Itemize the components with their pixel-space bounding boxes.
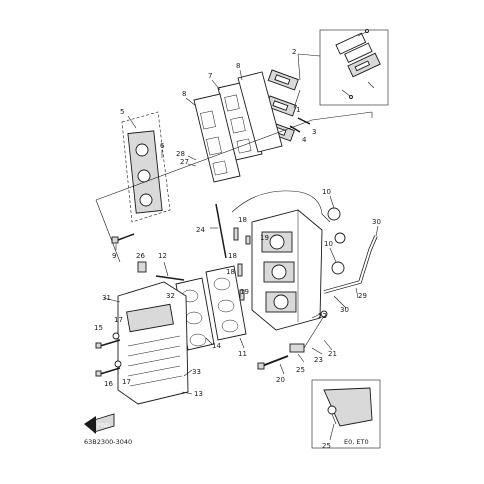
silencer-cover-13 — [117, 281, 189, 405]
callout-27: 27 — [180, 158, 189, 166]
callout-26: 26 — [136, 252, 145, 260]
hose-clamp-10-mid — [334, 232, 346, 244]
fwd-label: FWD — [98, 423, 110, 429]
fitting-26 — [137, 261, 147, 273]
callout-5: 5 — [120, 108, 124, 116]
parts-18-19-group — [233, 227, 251, 301]
diagram-code: 63B2300-3040 — [84, 438, 132, 446]
grommet-17a — [112, 332, 120, 340]
callout-2: 2 — [292, 48, 296, 56]
inset-e0-box — [311, 379, 381, 449]
screw-24 — [215, 203, 227, 259]
leader-lines — [103, 53, 379, 441]
bolt-20 — [257, 355, 289, 370]
grommet-17b — [114, 360, 122, 368]
callout-22: 22 — [318, 312, 327, 320]
callout-8-lower: 8 — [182, 90, 186, 98]
callout-31: 31 — [102, 294, 111, 302]
callout-30-lower: 30 — [340, 306, 349, 314]
gasket-8-upper — [237, 71, 283, 153]
bolt-16 — [95, 367, 121, 377]
callout-11: 11 — [238, 350, 247, 358]
reed-plate-dashed-box — [121, 111, 171, 223]
callout-13: 13 — [194, 390, 203, 398]
callout-33: 33 — [192, 368, 201, 376]
callout-18-lower: 18 — [226, 268, 235, 276]
inset-reed-valve-box — [319, 29, 389, 106]
hose-29 — [323, 235, 378, 294]
callout-14: 14 — [212, 342, 221, 350]
callout-30-upper: 30 — [372, 218, 381, 226]
intake-manifold-body — [251, 209, 323, 331]
bolt-3 — [297, 117, 311, 125]
callout-labels: 2 1 3 4 5 6 7 8 8 28 27 9 10 10 30 30 29… — [94, 48, 381, 450]
sensor-23 — [289, 343, 305, 353]
hose-clamp-10-lower — [331, 261, 345, 275]
callout-29: 29 — [358, 292, 367, 300]
callout-20: 20 — [276, 376, 285, 384]
callout-18-mid: 18 — [228, 252, 237, 260]
callout-24: 24 — [196, 226, 205, 234]
callout-3: 3 — [312, 128, 316, 136]
callout-21: 21 — [328, 350, 337, 358]
callout-15: 15 — [94, 324, 103, 332]
callout-19-upper: 19 — [260, 234, 269, 242]
callout-12: 12 — [158, 252, 167, 260]
callout-6: 6 — [160, 142, 165, 150]
callout-17-lower: 17 — [122, 378, 131, 386]
callout-23: 23 — [314, 356, 323, 364]
callout-18-upper: 18 — [238, 216, 247, 224]
hose-clamp-10-upper — [327, 207, 341, 221]
callout-4: 4 — [302, 136, 307, 144]
callout-10-lower: 10 — [324, 240, 333, 248]
gasket-11 — [205, 265, 247, 341]
callout-7: 7 — [208, 72, 212, 80]
callout-25-main: 25 — [296, 366, 305, 374]
gasket-8-lower — [193, 93, 241, 183]
callout-17-upper: 17 — [114, 316, 123, 324]
callout-28: 28 — [176, 150, 185, 158]
bolt-15 — [95, 339, 121, 349]
callout-9: 9 — [112, 252, 116, 260]
callout-10-upper: 10 — [322, 188, 331, 196]
wire-21 — [303, 310, 328, 349]
fwd-arrow-icon: FWD — [84, 413, 115, 434]
callout-25-inset: 25 — [322, 442, 331, 450]
callout-1: 1 — [296, 106, 300, 114]
callout-16: 16 — [104, 380, 113, 388]
bolt-12 — [155, 275, 185, 281]
callout-32: 32 — [166, 292, 175, 300]
callout-8-upper: 8 — [236, 62, 240, 70]
bolt-4 — [289, 125, 301, 133]
bolt-9 — [111, 233, 135, 244]
inset-label: E0, ET0 — [344, 438, 369, 446]
callout-19-lower: 19 — [240, 288, 249, 296]
